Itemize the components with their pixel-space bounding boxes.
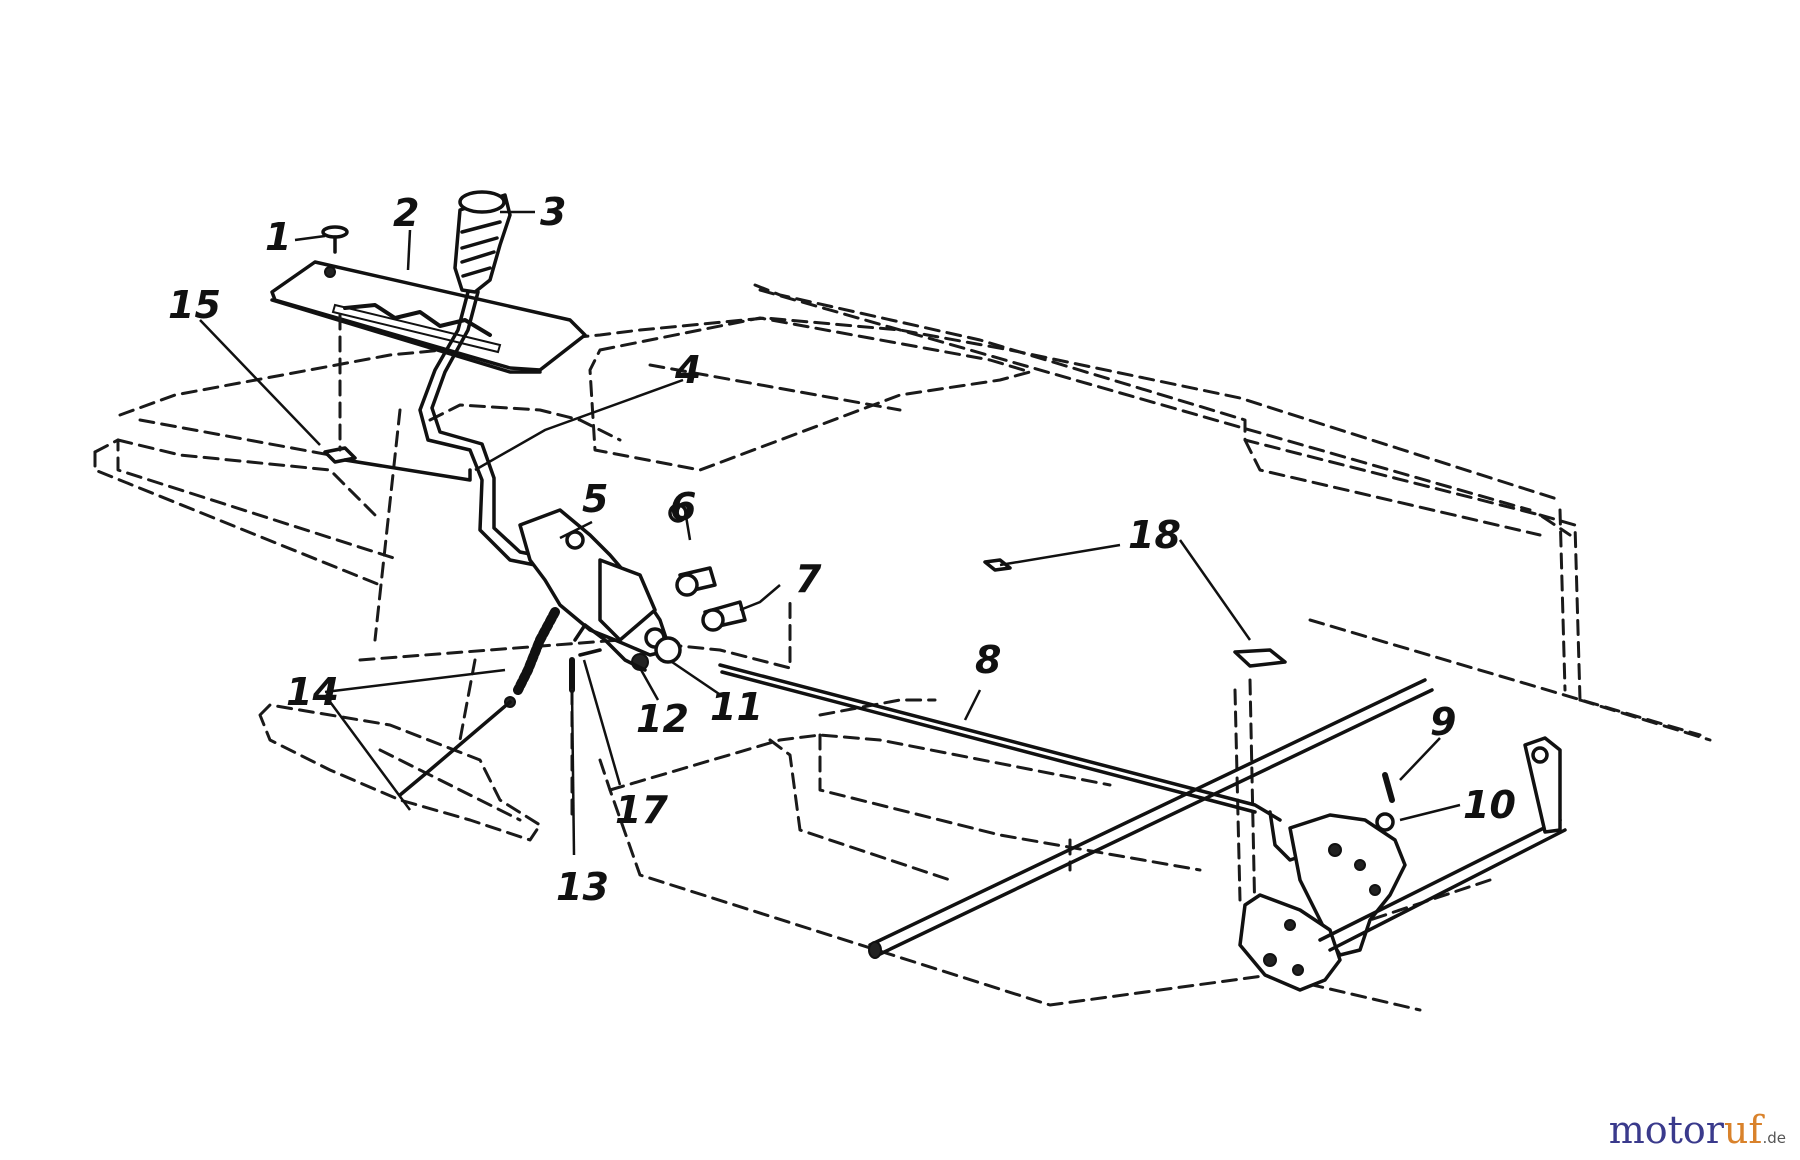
- watermark-motor: motor: [1608, 1108, 1724, 1152]
- callout-12: 12: [636, 697, 689, 741]
- callout-9: 9: [1430, 700, 1456, 744]
- tractor-body-outline: [93, 283, 1712, 1012]
- callout-11: 11: [710, 685, 763, 729]
- callout-18: 18: [1128, 513, 1181, 557]
- callout-17: 17: [615, 788, 668, 832]
- callout-14: 14: [286, 670, 339, 714]
- callout-7: 7: [795, 557, 822, 601]
- callout-6: 6: [670, 485, 696, 529]
- washer-10: [1375, 812, 1395, 832]
- callout-15: 15: [168, 283, 221, 327]
- motoruf-logo: motoruf.de: [1609, 1108, 1786, 1152]
- mounting-bracket: [323, 313, 472, 482]
- shift-plate: [270, 260, 587, 374]
- callout-13: 13: [556, 865, 609, 909]
- leader-lines: [199, 210, 1461, 856]
- quadrant-plate: [1238, 813, 1407, 992]
- callout-10: 10: [1463, 783, 1516, 827]
- shift-lever: [418, 290, 542, 567]
- watermark-tld: .de: [1762, 1129, 1786, 1147]
- watermark-uf: uf: [1723, 1108, 1763, 1152]
- shift-rod: [718, 663, 1307, 862]
- callout-4: 4: [674, 348, 701, 392]
- shift-knob: [453, 190, 512, 294]
- screw: [321, 225, 349, 254]
- bolt-9: [1382, 772, 1395, 803]
- callout-1: 1: [265, 215, 291, 259]
- callout-8: 8: [975, 638, 1001, 682]
- cross-shaft: [868, 678, 1434, 959]
- callout-5: 5: [582, 477, 608, 521]
- callout-2: 2: [393, 191, 419, 235]
- shift-linkage-assembly: [398, 503, 747, 822]
- bracket-18: [983, 558, 1287, 668]
- pivot-shaft: [1318, 736, 1567, 952]
- callouts: 1 2 3 4 5 6 7 8 9 10 11 12 13 14 15 17 1…: [168, 190, 1516, 909]
- callout-3: 3: [540, 190, 566, 234]
